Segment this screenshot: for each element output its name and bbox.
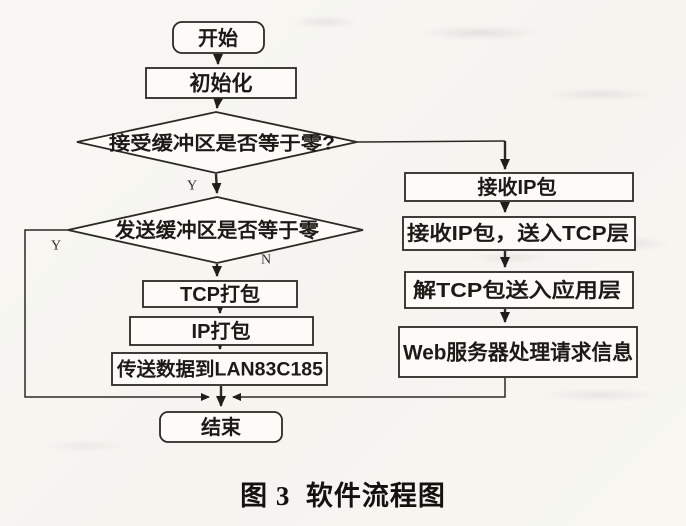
node-end-label: 结束 bbox=[201, 415, 242, 439]
node-untcp-app-label: 解TCP包送入应用层 bbox=[413, 278, 621, 302]
node-start-shape bbox=[172, 21, 265, 54]
node-send-lan-shape bbox=[111, 352, 328, 386]
node-ip-pack-label: IP打包 bbox=[192, 319, 251, 343]
node-web-handle-label: Web服务器处理请求信息 bbox=[403, 341, 633, 365]
node-start-label: 开始 bbox=[198, 26, 238, 50]
flow-edges bbox=[24, 54, 510, 407]
node-tcp-pack-label: TCP打包 bbox=[180, 282, 260, 306]
node-decision-send-label: 发送缓冲区是否等于零 bbox=[114, 218, 320, 242]
flow-nodes: 开始 初始化 接受缓冲区是否等于零? 发送缓冲区是否等于零 TCP打包 IP打包… bbox=[67, 21, 638, 443]
branch-labels: Y Y N bbox=[51, 179, 271, 268]
node-end-shape bbox=[159, 411, 283, 443]
node-recv-ip-label: 接收IP包 bbox=[478, 175, 557, 199]
branch-label-no-send: N bbox=[261, 253, 271, 268]
node-tcp-pack-shape bbox=[142, 280, 298, 308]
node-recv-ip-shape bbox=[404, 172, 634, 202]
branch-label-yes-send: Y bbox=[51, 239, 61, 254]
node-decision-recv-shape bbox=[76, 111, 358, 174]
node-decision-recv-label: 接受缓冲区是否等于零? bbox=[109, 132, 335, 155]
branch-label-yes-recv: Y bbox=[187, 179, 197, 194]
edge-init-to-decision-recv bbox=[213, 97, 224, 109]
edge-decision-recv-yes-down bbox=[211, 173, 222, 194]
node-web-handle-shape bbox=[398, 326, 638, 378]
edge-decision-recv-no-right bbox=[356, 140, 506, 143]
node-decision-send-shape bbox=[67, 196, 364, 264]
node-send-lan-label: 传送数据到LAN83C185 bbox=[116, 358, 323, 381]
node-recv-ip-tcp-shape bbox=[402, 216, 636, 251]
figure-caption: 图 3 软件流程图 bbox=[240, 481, 446, 511]
edge-web-to-join bbox=[232, 378, 506, 401]
node-init-shape bbox=[145, 67, 297, 99]
node-init-label: 初始化 bbox=[190, 72, 253, 96]
node-recv-ip-tcp-label: 接收IP包，送入TCP层 bbox=[407, 221, 629, 245]
edge-decision-send-yes-loop bbox=[24, 229, 210, 401]
node-untcp-app-shape bbox=[404, 271, 634, 309]
node-ip-pack-shape bbox=[129, 316, 314, 346]
